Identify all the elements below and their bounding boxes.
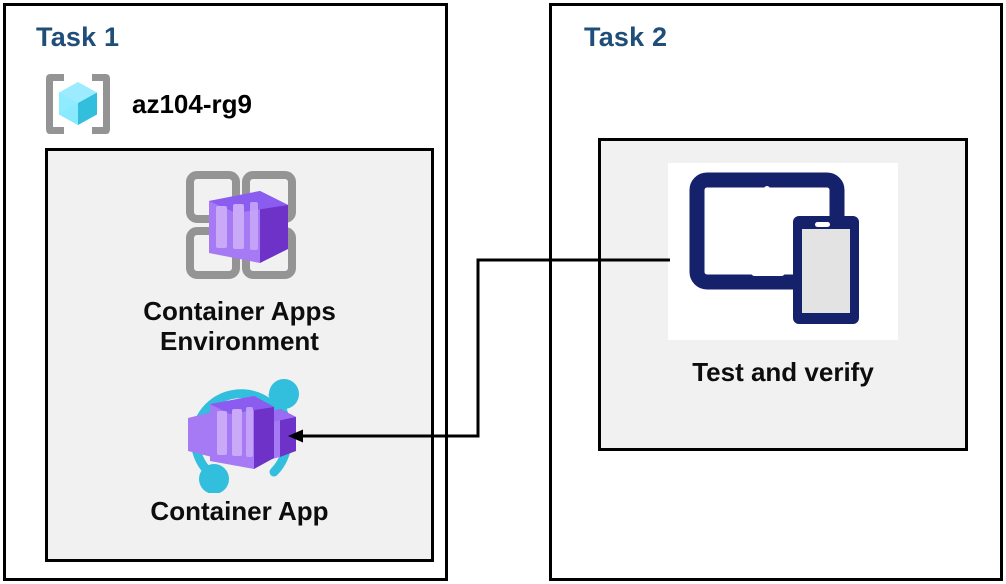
- resource-group-header: az104-rg9: [42, 65, 342, 143]
- resource-group-label: az104-rg9: [132, 88, 252, 119]
- test-and-verify-box: Test and verify: [598, 138, 968, 451]
- container-apps-environment-box: Container Apps Environment: [45, 148, 434, 562]
- test-and-verify-devices-icon: [685, 172, 881, 332]
- container-apps-environment-icon-wrap: [48, 165, 431, 293]
- node-container-apps-environment: Container Apps Environment: [48, 165, 431, 356]
- container-app-icon: [170, 371, 310, 498]
- container-apps-environment-icon: [176, 165, 304, 294]
- test-and-verify-caption: Test and verify: [692, 357, 874, 387]
- container-app-icon-wrap: [48, 373, 431, 495]
- container-app-caption: Container App: [150, 496, 329, 526]
- test-and-verify-icon-plate: [668, 163, 898, 340]
- container-apps-environment-caption: Container Apps Environment: [143, 296, 336, 356]
- node-test-and-verify: Test and verify: [601, 163, 965, 388]
- task-2-panel: Task 2: [549, 3, 1003, 581]
- task-1-panel: Task 1 a: [3, 3, 448, 581]
- resource-group-icon: [42, 68, 114, 140]
- node-container-app: Container App: [48, 373, 431, 527]
- task-1-title: Task 1: [36, 22, 120, 52]
- task-2-title: Task 2: [584, 22, 668, 52]
